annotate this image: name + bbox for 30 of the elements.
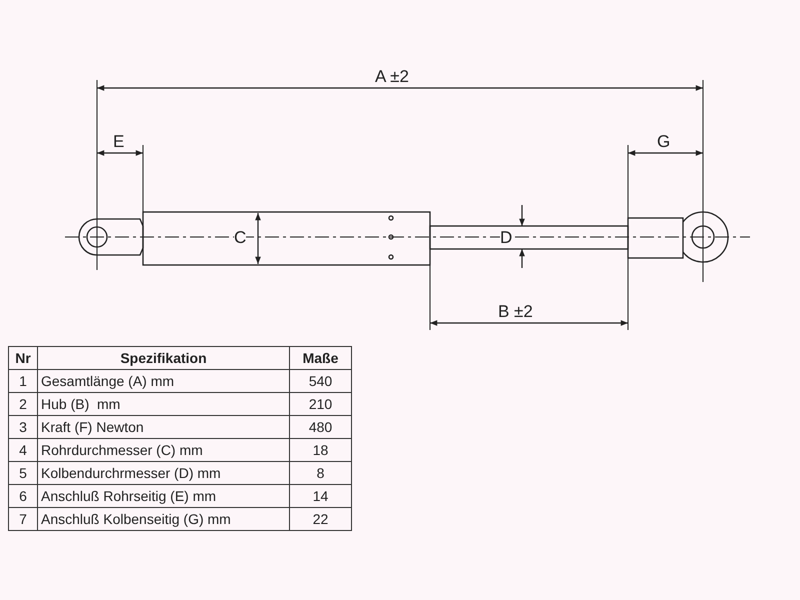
table-cell: 3 [8,416,38,438]
dimension-label: B ±2 [498,303,533,320]
table-cell: Hub (B) mm [38,392,290,416]
table-cell: 22 [290,508,352,530]
table-cell: Anschluß Kolbenseitig (G) mm [38,508,290,530]
table-cell: 480 [290,416,352,438]
table-cell: 6 [8,484,38,508]
table-header: Nr [8,346,38,370]
table-cell: 540 [290,370,352,392]
table-cell: 14 [290,484,352,508]
table-cell: Anschluß Rohrseitig (E) mm [38,484,290,508]
table-header: Spezifikation [38,346,290,370]
table-cell: 210 [290,392,352,416]
table-cell: Kolbendurchrmesser (D) mm [38,462,290,484]
dimension-label: G [657,133,670,150]
table-cell: 8 [290,462,352,484]
table-cell: 2 [8,392,38,416]
dimension-label: A ±2 [375,68,409,85]
table-cell: Gesamtlänge (A) mm [38,370,290,392]
table-cell: 18 [290,438,352,462]
table-cell: Kraft (F) Newton [38,416,290,438]
dimension-label: D [500,229,512,246]
table-cell: 7 [8,508,38,530]
table-header: Maße [290,346,352,370]
table-cell: Rohrdurchmesser (C) mm [38,438,290,462]
dimension-label: E [113,133,124,150]
table-cell: 1 [8,370,38,392]
dimension-label: C [234,229,246,246]
table-cell: 4 [8,438,38,462]
table-cell: 5 [8,462,38,484]
